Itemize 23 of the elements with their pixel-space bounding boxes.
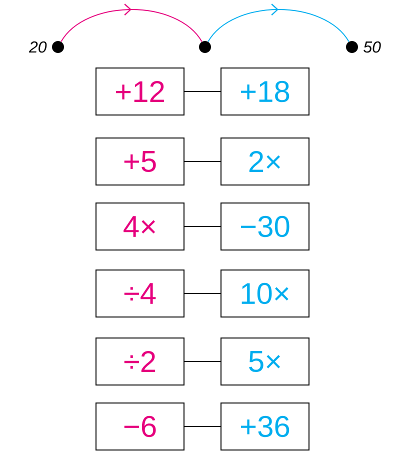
number-box: ÷4	[96, 270, 184, 318]
number-line-dot	[346, 41, 358, 53]
number-box: 2×	[220, 138, 310, 186]
number-box: 10×	[220, 270, 310, 318]
number-line-dot	[52, 41, 64, 53]
number-label: 50	[364, 41, 381, 53]
number-box: +5	[96, 138, 184, 186]
number-line-dot	[199, 41, 211, 53]
number-box: 5×	[220, 338, 310, 386]
number-box: −6	[96, 402, 184, 450]
number-box: ÷2	[96, 338, 184, 386]
connector-line	[184, 161, 221, 162]
connector-line	[184, 91, 221, 92]
number-box: +36	[220, 402, 310, 450]
connector-line	[184, 293, 221, 294]
connector-line	[184, 361, 221, 362]
connector-line	[184, 426, 221, 427]
number-label: 20	[28, 41, 47, 53]
number-box: −30	[220, 202, 310, 250]
number-box: 4×	[96, 202, 184, 250]
number-box: +12	[96, 68, 184, 116]
connector-line	[184, 226, 221, 227]
number-box: +18	[220, 68, 310, 116]
